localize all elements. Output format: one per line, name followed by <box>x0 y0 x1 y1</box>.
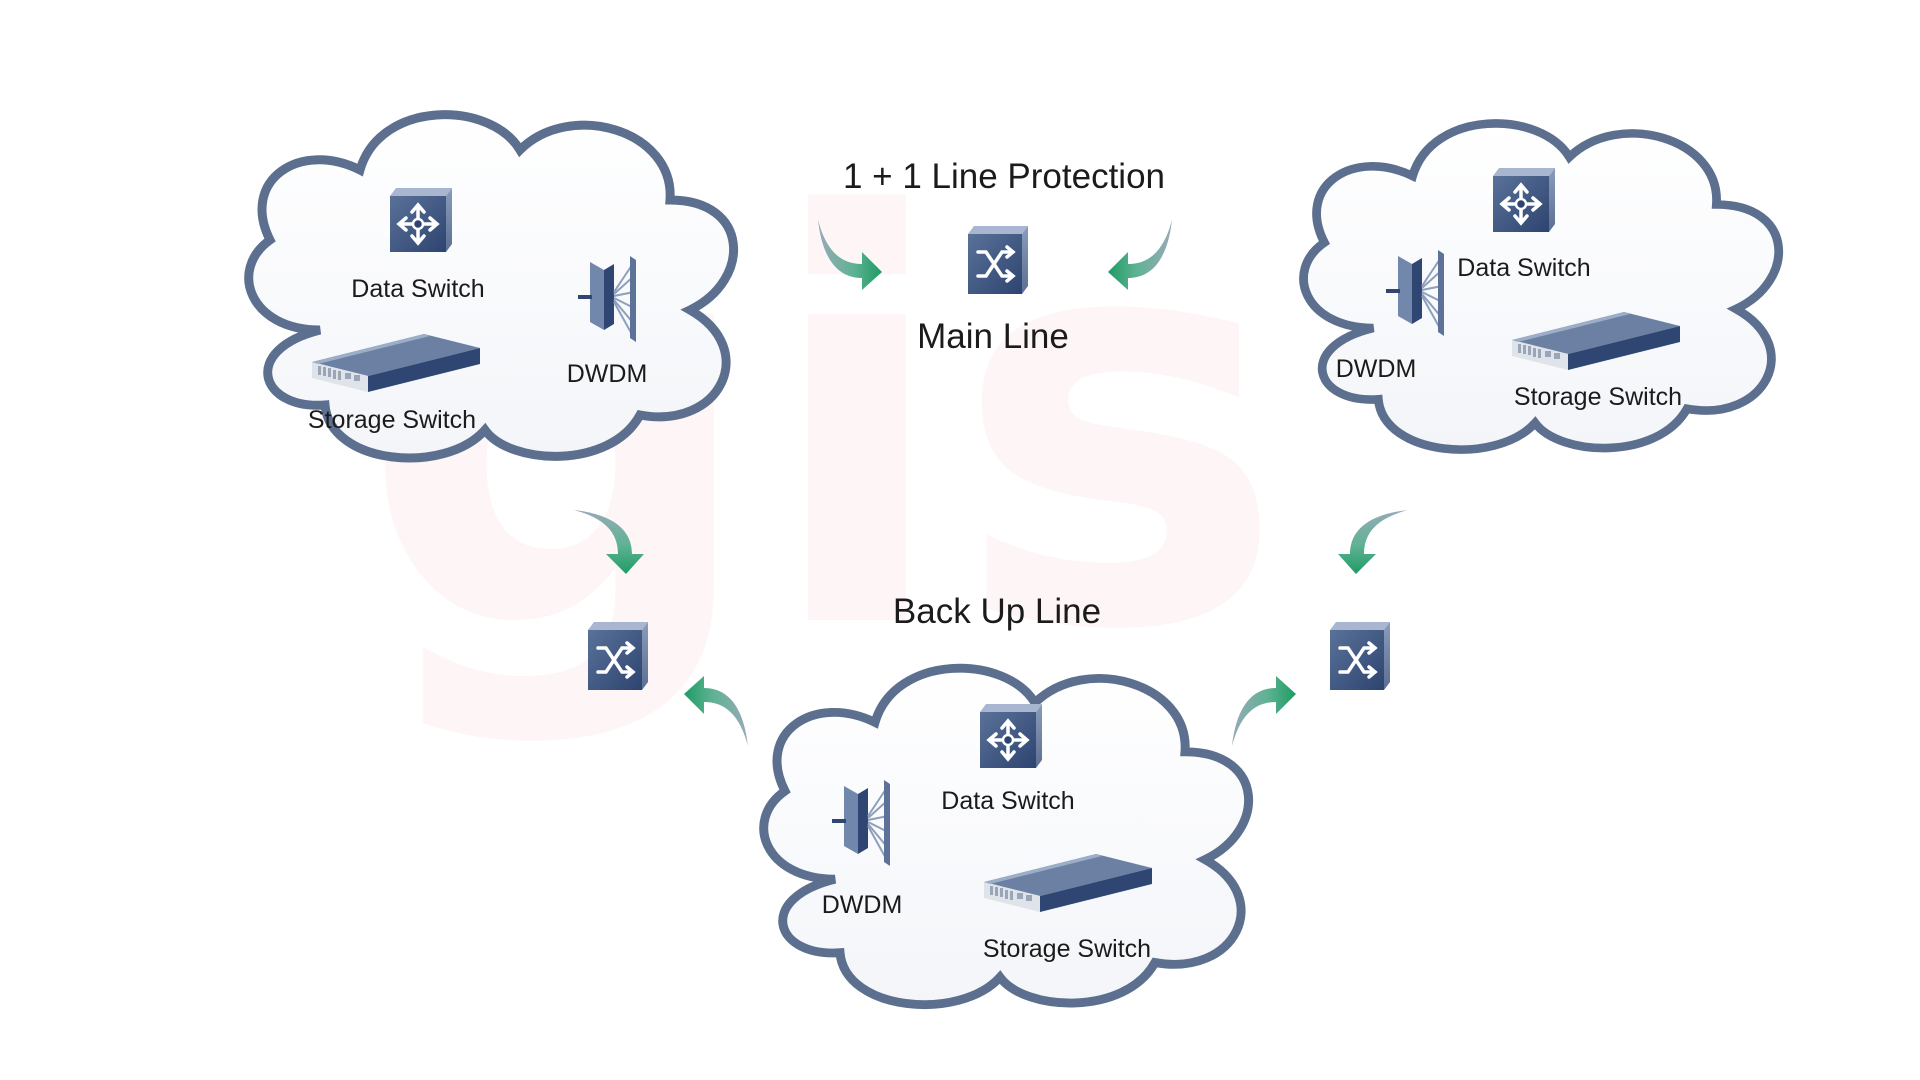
storage-switch-label: Storage Switch <box>1514 383 1682 411</box>
optical-switch-icon-left <box>586 620 650 692</box>
dwdm-label: DWDM <box>567 360 648 388</box>
dwdm-label: DWDM <box>822 891 903 919</box>
main-line-label: Main Line <box>917 317 1069 356</box>
data-switch-label: Data Switch <box>1457 254 1590 282</box>
data-switch-label: Data Switch <box>941 787 1074 815</box>
diagram-title: 1 + 1 Line Protection <box>843 157 1165 196</box>
optical-switch-icon-right <box>1328 620 1392 692</box>
data-switch-icon <box>1491 166 1557 234</box>
data-switch-label: Data Switch <box>351 275 484 303</box>
storage-switch-label: Storage Switch <box>983 935 1151 963</box>
curved-arrow-icon <box>1338 510 1408 574</box>
data-switch-icon <box>388 186 454 254</box>
backup-line-label: Back Up Line <box>893 592 1101 631</box>
data-switch-icon <box>978 702 1044 770</box>
storage-switch-label: Storage Switch <box>308 406 476 434</box>
optical-switch-icon-main <box>966 224 1030 296</box>
dwdm-label: DWDM <box>1336 355 1417 383</box>
